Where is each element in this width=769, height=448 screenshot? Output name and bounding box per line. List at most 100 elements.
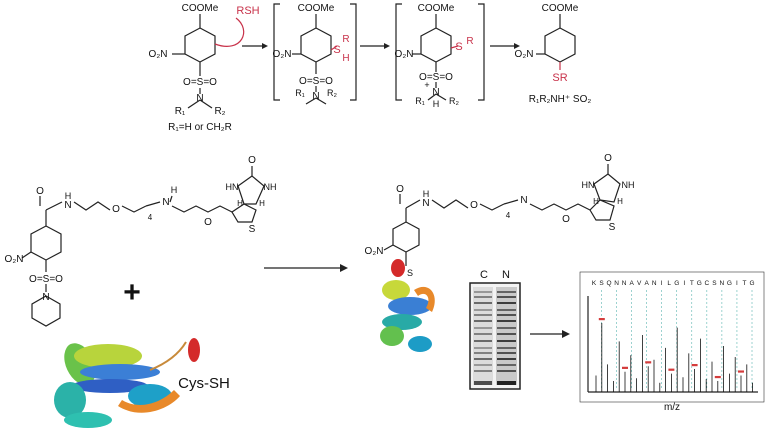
intermediate2-s: S bbox=[455, 41, 462, 53]
reactant-ester: COOMe bbox=[182, 3, 219, 14]
labeled-structure: O H N O 4 N O O HN NH H H S O₂N S bbox=[365, 153, 635, 352]
ms-residue: I bbox=[736, 280, 738, 287]
ms-residue: A bbox=[644, 280, 649, 287]
probe-piperidine-n: N bbox=[42, 292, 49, 303]
labeled-amide-n: N bbox=[422, 198, 429, 209]
reactant-thiol: RSH bbox=[236, 5, 259, 17]
probe-sulfonyl: O=S=O bbox=[29, 274, 63, 285]
gel-band bbox=[497, 364, 516, 366]
intermediate1-amine-n: N bbox=[312, 91, 319, 102]
probe-amide-n: N bbox=[64, 200, 71, 211]
probe-amide-h: H bbox=[65, 191, 72, 201]
ms-residue: I bbox=[683, 280, 685, 287]
gel-band bbox=[497, 352, 516, 354]
intermediate1-s: S bbox=[333, 44, 340, 56]
ms-residue: T bbox=[742, 280, 746, 287]
probe-structure: O H N O 4 N H O O HN NH H H S O₂N O=S=O … bbox=[5, 155, 277, 327]
ms-peak-marker bbox=[598, 318, 605, 321]
labeled-nh: NH bbox=[622, 180, 635, 190]
labeled-biotin-carbonyl-o: O bbox=[562, 214, 570, 225]
labeled-h2: H bbox=[617, 197, 623, 206]
intermediate1-r1: R₁ bbox=[295, 88, 305, 98]
reactant-nitro: O₂N bbox=[149, 49, 168, 60]
probe-h1: H bbox=[237, 199, 243, 208]
intermediate1-structure: COOMe O₂N S R H O=S=O N R₁ R₂ bbox=[273, 3, 357, 105]
ms-residue: G bbox=[674, 280, 679, 287]
probe-thiolane-s: S bbox=[249, 224, 256, 235]
ms-residue: L bbox=[667, 280, 671, 287]
gel-band bbox=[497, 309, 516, 311]
gel-band bbox=[474, 314, 492, 316]
intermediate1-h: H bbox=[342, 53, 349, 64]
arrow-labeling-head bbox=[340, 264, 348, 272]
gel-band bbox=[474, 347, 492, 349]
intermediate1-r: R bbox=[342, 34, 349, 45]
intermediate2-sulfonyl: O=S=O bbox=[419, 72, 453, 83]
arrow-ms-head bbox=[562, 330, 570, 338]
probe-urea-o: O bbox=[248, 155, 256, 166]
intermediate2-plus: + bbox=[424, 80, 429, 90]
ms-residue: V bbox=[637, 280, 642, 287]
reactant-amine-n: N bbox=[196, 93, 203, 104]
ms-peak-marker bbox=[668, 368, 675, 371]
gel-band bbox=[474, 320, 492, 322]
gel-band bbox=[474, 358, 492, 360]
labeled-amide2-n: N bbox=[520, 195, 527, 206]
gel-bands bbox=[474, 291, 516, 385]
reactant-r1: R₁ bbox=[175, 106, 186, 117]
gel-band bbox=[474, 381, 492, 385]
intermediate2-amine-n: N bbox=[432, 87, 439, 98]
ms-peak-marker bbox=[622, 366, 628, 369]
intermediate2-r: R bbox=[466, 36, 473, 47]
ms-residue: G bbox=[697, 280, 702, 287]
probe-carbonyl-o: O bbox=[36, 186, 44, 197]
gel-band bbox=[497, 333, 516, 335]
labeled-nitro: O₂N bbox=[365, 246, 384, 257]
gel-band bbox=[497, 320, 516, 322]
gel-band bbox=[474, 291, 492, 293]
ms-residue: Q bbox=[607, 280, 612, 287]
product-nitro: O₂N bbox=[515, 49, 534, 60]
gel-band bbox=[497, 296, 516, 298]
ms-residue: S bbox=[712, 280, 717, 287]
gel-band bbox=[474, 327, 492, 329]
ms-residue: G bbox=[749, 280, 754, 287]
product-byproducts: R₁R₂NH⁺ SO₂ bbox=[529, 94, 592, 105]
ms-residue: N bbox=[614, 280, 619, 287]
ms-residue: G bbox=[727, 280, 732, 287]
ms-peak-marker bbox=[691, 364, 698, 367]
probe-hn: HN bbox=[226, 182, 239, 192]
ms-residue: I bbox=[661, 280, 663, 287]
ms-peaks bbox=[595, 318, 753, 392]
probe-amide2-h: H bbox=[171, 185, 178, 195]
gel-band bbox=[497, 314, 516, 316]
gel-lane-label-n: N bbox=[502, 269, 510, 281]
gel-lane-label-c: C bbox=[480, 269, 488, 281]
gel-band bbox=[497, 381, 516, 385]
ms-residue: K bbox=[592, 280, 597, 287]
gel-band bbox=[474, 352, 492, 354]
intermediate1-sulfonyl: O=S=O bbox=[299, 76, 333, 87]
product-sr: SR bbox=[552, 72, 567, 84]
labeled-hn: HN bbox=[582, 180, 595, 190]
ms-residue: C bbox=[705, 280, 710, 287]
arrow-1-head bbox=[262, 43, 268, 49]
gel-band bbox=[497, 340, 516, 342]
ms-residue: S bbox=[599, 280, 604, 287]
ms-peak-marker bbox=[714, 375, 721, 379]
ms-xlabel: m/z bbox=[664, 402, 680, 413]
ms-residue: N bbox=[720, 280, 725, 287]
gel-band bbox=[497, 291, 516, 293]
reactant-r2: R₂ bbox=[214, 106, 225, 117]
gel-band bbox=[474, 333, 492, 335]
product-ester: COOMe bbox=[542, 3, 579, 14]
probe-h2: H bbox=[259, 199, 265, 208]
product-structure: COOMe O₂N SR R₁R₂NH⁺ SO₂ bbox=[515, 3, 592, 105]
gel-band bbox=[497, 370, 516, 372]
intermediate2-nitro: O₂N bbox=[395, 49, 414, 60]
probe-amide2-n: N bbox=[162, 197, 169, 208]
